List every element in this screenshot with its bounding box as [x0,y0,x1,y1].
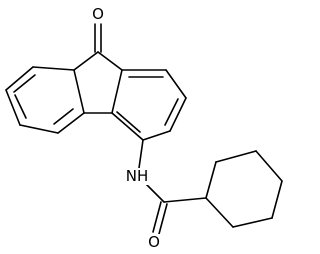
bond-l5 [5,66,34,91]
amide-linkage [138,139,207,235]
bond-r5 [142,130,171,141]
bond-cy2 [215,150,257,163]
bond-carbonyl-o-b [158,203,168,235]
bond-carbonyl-cyclohexyl [163,197,207,203]
bond-cy3 [255,150,283,182]
bond-c4-n [138,139,144,169]
bond-l-inner-2 [13,74,36,93]
bond-r-inner-2 [164,98,179,126]
bond-cy6 [205,197,234,228]
bond-l1 [73,69,85,114]
bond-r-inner-3 [116,111,141,133]
bond-n-carbonyl [145,183,165,203]
bond-r4 [169,97,187,132]
amide-oxygen-label: O [148,233,160,251]
bond-r6 [111,112,144,141]
molecule-structure-diagram: O NH O [5,5,283,251]
bond-r3 [165,69,187,99]
atom-labels: O NH O [90,5,162,251]
bond-l6 [32,66,75,71]
bond-l3 [19,124,59,134]
bond-c9-c8a [97,51,123,71]
bond-carbonyl-o-a [152,201,162,233]
bond-cy4 [271,180,283,219]
bond-l-inner-3 [14,94,27,119]
five-membered-ring [73,51,123,114]
right-benzene-ring [111,69,187,141]
cyclohexane-ring [205,150,283,228]
bond-l2 [57,112,85,134]
ketone-group [94,23,102,53]
amide-nh-label: NH [126,167,149,185]
bond-r1 [111,69,123,114]
left-benzene-ring [5,66,85,134]
bond-c9-c9a [73,51,99,71]
bond-l4 [5,89,21,126]
bond-cy1 [205,161,217,199]
bond-l-inner-1 [53,108,74,125]
bond-cy5 [232,217,273,228]
ketone-oxygen-label: O [92,5,104,23]
